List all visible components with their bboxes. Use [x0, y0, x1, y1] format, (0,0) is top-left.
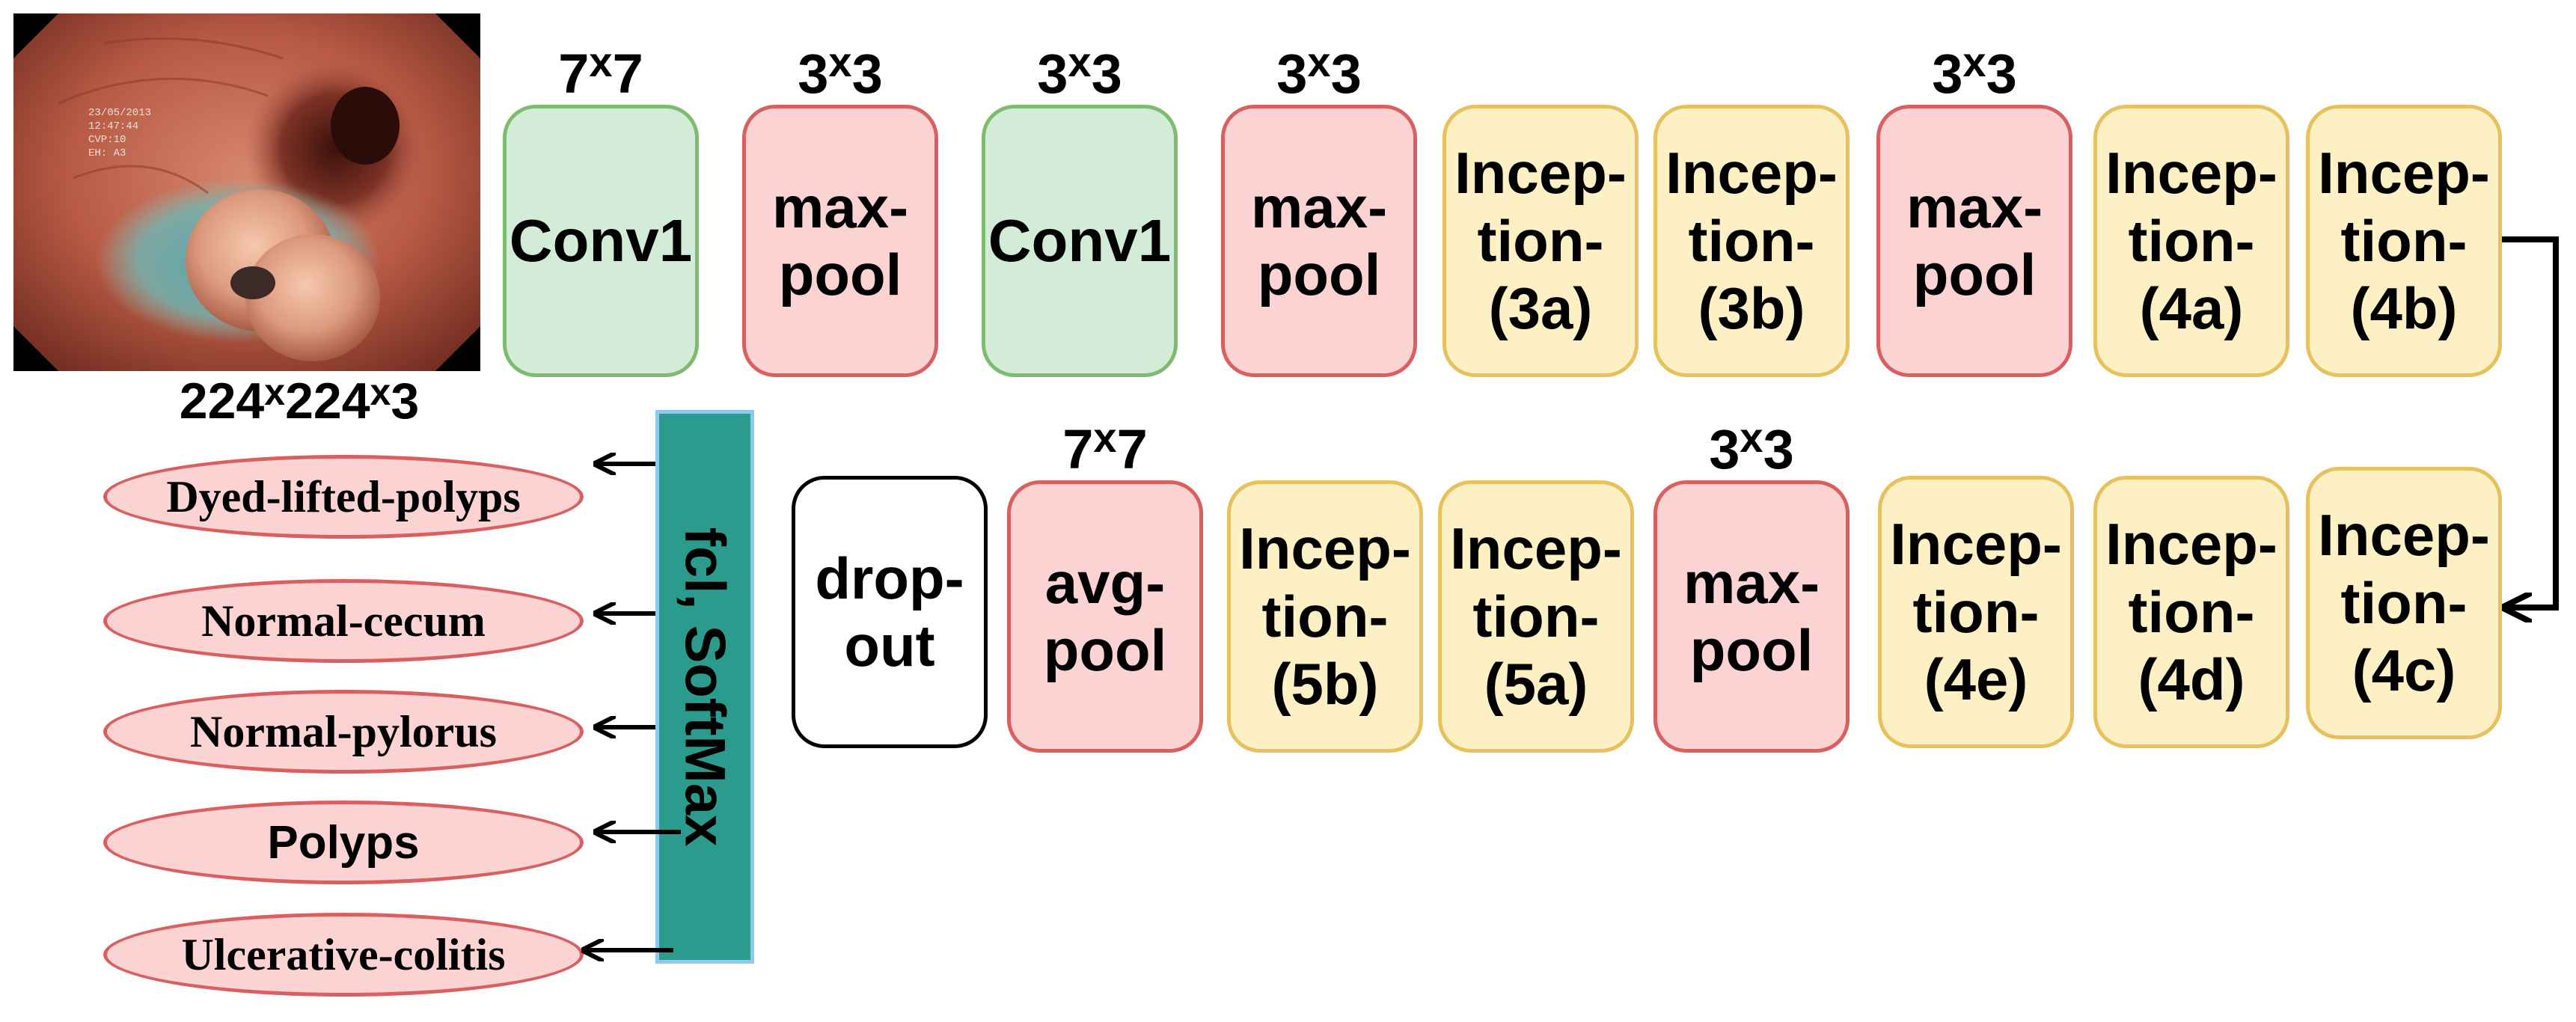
inception-3a-block: Incep- tion- (3a) — [1443, 105, 1639, 377]
svg-text:EH: A3: EH: A3 — [88, 147, 126, 159]
inception-4d-block: Incep- tion- (4d) — [2093, 476, 2289, 748]
kernel-label-conv1-a: 7x7 — [558, 38, 643, 105]
kernel-label-maxpool-2: 3x3 — [1276, 38, 1362, 105]
endoscopy-picture: 23/05/2013 12:47:44 CVP:10 EH: A3 — [13, 13, 480, 371]
class-normal-cecum: Normal-cecum — [103, 579, 584, 663]
kernel-label-maxpool-1: 3x3 — [798, 38, 883, 105]
conv1-block-b: Conv1 — [982, 105, 1178, 377]
kernel-label-conv1-b: 3x3 — [1037, 38, 1122, 105]
dropout-block: drop- out — [792, 476, 988, 748]
inception-4b-block: Incep- tion- (4b) — [2306, 105, 2502, 377]
inception-5a-block: Incep- tion- (5a) — [1438, 480, 1634, 753]
class-dyed-lifted-polyps: Dyed-lifted-polyps — [103, 455, 584, 539]
fcl-softmax-layer: fcl, SoftMax — [655, 410, 754, 964]
inception-4a-block: Incep- tion- (4a) — [2093, 105, 2289, 377]
arrow-row1-to-row2 — [2502, 236, 2559, 608]
class-polyps: Polyps — [103, 801, 584, 884]
class-normal-pylorus: Normal-pylorus — [103, 690, 584, 774]
inception-4c-block: Incep- tion- (4c) — [2306, 467, 2502, 739]
kernel-label-maxpool-4: 3x3 — [1709, 414, 1794, 480]
kernel-label-avgpool: 7x7 — [1062, 414, 1148, 480]
inception-5b-block: Incep- tion- (5b) — [1227, 480, 1423, 753]
inception-3b-block: Incep- tion- (3b) — [1653, 105, 1850, 377]
maxpool-block-4: max- pool — [1653, 480, 1850, 753]
inception-4e-block: Incep- tion- (4e) — [1878, 476, 2074, 748]
conv1-block-a: Conv1 — [503, 105, 699, 377]
maxpool-block-3: max- pool — [1876, 105, 2072, 377]
maxpool-block-2: max- pool — [1221, 105, 1417, 377]
maxpool-block-1: max- pool — [742, 105, 938, 377]
svg-text:23/05/2013: 23/05/2013 — [88, 107, 151, 119]
input-size-label: 224x224x3 — [179, 371, 420, 429]
svg-text:CVP:10: CVP:10 — [88, 134, 126, 146]
class-ulcerative-colitis: Ulcerative-colitis — [103, 913, 584, 997]
avgpool-block: avg- pool — [1007, 480, 1203, 753]
input-endoscopy-image: 23/05/2013 12:47:44 CVP:10 EH: A3 — [13, 13, 480, 371]
svg-text:12:47:44: 12:47:44 — [88, 120, 138, 132]
kernel-label-maxpool-3: 3x3 — [1932, 38, 2017, 105]
